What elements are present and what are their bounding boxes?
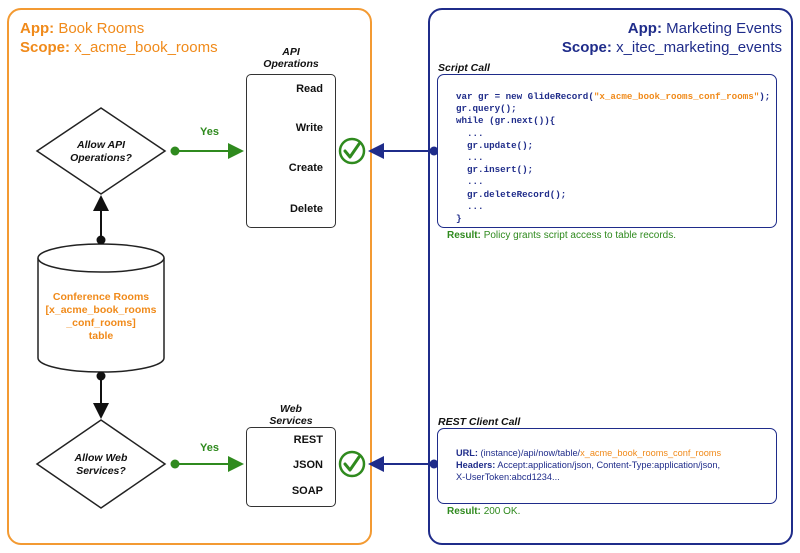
ws-json: JSON [293,459,323,471]
table-label-line1: Conference Rooms [52,291,150,303]
book-rooms-app-panel [7,8,372,545]
code-line-1-post: ); [759,91,771,102]
api-operations-box: Read Write Create Delete [246,74,336,228]
table-label-line2: [x_acme_book_rooms [45,304,157,316]
web-services-title: Web Services [246,403,336,427]
rest-url-line: URL: (instance)/api/now/table/x_acme_boo… [456,447,721,459]
web-services-title-line2: Services [269,415,313,427]
api-yes-label: Yes [200,126,219,138]
left-scope-label: Scope: [20,39,71,56]
code-line: gr.insert(); [456,164,534,176]
op-write: Write [295,122,323,134]
left-app-name: Book Rooms [58,20,145,37]
script-call-title: Script Call [438,62,490,74]
rest-headers-label: Headers: [456,460,496,471]
web-services-box: REST JSON SOAP [246,427,336,507]
code-line: while (gr.next()){ [456,115,556,127]
code-line: } [456,213,462,225]
code-line: ... [456,152,484,164]
code-line: gr.deleteRecord(); [456,188,567,200]
code-line: gr.update(); [456,139,534,151]
rest-call-title: REST Client Call [438,416,521,428]
web-decision-line1: Allow Web [74,452,128,464]
script-code: var gr = new GlideRecord("x_acme_book_ro… [456,91,770,225]
right-app-label: App: [627,20,662,37]
web-decision-line2: Services? [76,465,126,477]
rest-url-table: x_acme_book_rooms_conf_rooms [580,448,722,458]
web-access-granted-check-icon [338,450,366,478]
api-operations-title: API Operations [246,46,336,70]
rest-url-text: (instance)/api/now/table/ [480,448,581,458]
rest-token-line: X-UserToken:abcd1234... [456,472,560,483]
ws-soap: SOAP [291,485,323,497]
rest-headers-text: Accept:application/json, Content-Type:ap… [497,460,721,471]
api-operations-title-line1: API [282,46,300,58]
rest-url-label: URL: [456,448,478,458]
web-yes-label: Yes [200,442,219,454]
table-label-line3: _conf_rooms] [66,317,136,329]
web-services-title-line1: Web [280,403,302,415]
right-app-title: App: Marketing Events [628,19,782,38]
code-line: gr.query(); [456,103,517,115]
left-app-label: App: [20,20,55,37]
api-decision-diamond [35,107,167,195]
right-scope-title: Scope: x_itec_marketing_events [562,38,782,57]
code-line: ... [456,176,484,188]
api-decision-line1: Allow API [76,139,126,151]
ws-rest: REST [293,434,323,446]
rest-call-result: Result: 200 OK. [447,506,520,517]
rest-result-label: Result: [447,506,481,517]
table-cylinder [37,243,165,373]
table-label-line4: table [88,330,114,342]
api-operations-title-line2: Operations [263,58,319,70]
rest-call-details: URL: (instance)/api/now/table/x_acme_boo… [456,447,721,484]
web-decision-diamond [35,419,167,509]
web-decision-label: Allow Web Services? [51,452,151,478]
op-read: Read [296,83,323,95]
left-scope-name: x_acme_book_rooms [74,39,218,56]
api-decision-label: Allow API Operations? [51,139,151,165]
op-create: Create [288,162,323,174]
right-app-name: Marketing Events [666,20,782,37]
left-scope-title: Scope: x_acme_book_rooms [20,38,218,57]
script-result-text: Policy grants script access to table rec… [483,230,676,241]
code-line-1-pre: var gr = new GlideRecord( [456,91,594,102]
right-scope-name: x_itec_marketing_events [616,39,782,56]
api-access-granted-check-icon [338,137,366,165]
api-decision-line2: Operations? [70,152,132,164]
rest-result-text: 200 OK. [483,506,521,517]
rest-call-box: URL: (instance)/api/now/table/x_acme_boo… [437,428,777,504]
table-label: Conference Rooms [x_acme_book_rooms _con… [40,291,162,343]
right-scope-label: Scope: [561,39,612,56]
marketing-events-app-panel [428,8,793,545]
script-result-label: Result: [447,230,481,241]
code-line: ... [456,200,484,212]
script-call-result: Result: Policy grants script access to t… [447,230,676,241]
code-line: ... [456,127,484,139]
left-app-title: App: Book Rooms [20,19,144,38]
script-call-box: var gr = new GlideRecord("x_acme_book_ro… [437,74,777,228]
code-table-string: "x_acme_book_rooms_conf_rooms" [593,91,760,102]
op-delete: Delete [289,203,323,215]
rest-headers-line: Headers: Accept:application/json, Conten… [456,459,721,471]
